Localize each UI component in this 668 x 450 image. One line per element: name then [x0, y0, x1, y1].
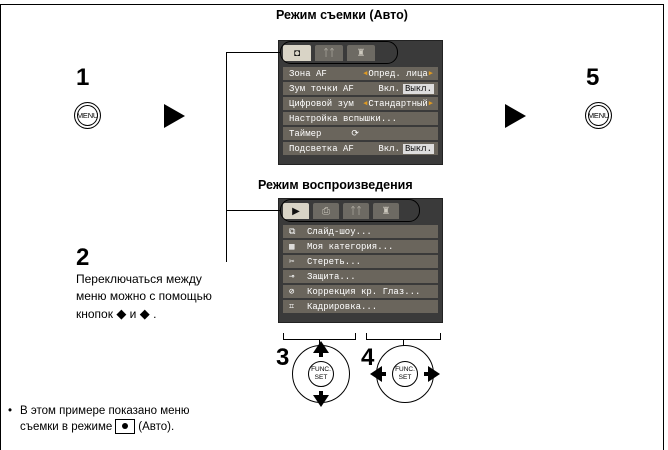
bracket-line — [226, 210, 281, 212]
bracket-line — [226, 52, 281, 54]
tab-setup: ᛏᛏ — [315, 45, 343, 61]
menu-button-icon: MENU — [74, 102, 101, 129]
menu-row: ⧉Слайд-шоу... — [283, 225, 438, 238]
menu-row: ▦Моя категория... — [283, 240, 438, 253]
playback-menu-screen: ▶ ⎙ ᛏᛏ ♜ ⧉Слайд-шоу... ▦Моя категория...… — [278, 198, 443, 323]
step-5-number: 5 — [586, 64, 600, 91]
note-text: • В этом примере показано меню съемки в … — [8, 405, 190, 435]
bracket-line — [366, 333, 368, 340]
menu-button-icon: MENU — [585, 102, 612, 129]
func-set-button: FUNC.SET — [308, 361, 334, 387]
menu-row: Подсветка AF Вкл.Выкл. — [283, 142, 438, 155]
menu-row: Зум точки AF Вкл.Выкл. — [283, 82, 438, 95]
red-eye-icon: ⊘ — [289, 286, 295, 297]
trim-icon: ⌗ — [289, 301, 295, 312]
shooting-menu-title: Режим съемки (Авто) — [276, 8, 408, 22]
self-timer-icon: ⟳ — [351, 128, 359, 139]
tab-setup: ᛏᛏ — [343, 203, 369, 219]
erase-icon: ✂ — [289, 256, 295, 267]
menu-row: Цифровой зум ◀Стандартный▶ — [283, 97, 438, 110]
shooting-menu-screen: ◘ ᛏᛏ ♜ Зона AF ◀Опред. лица▶ Зум точки A… — [278, 40, 443, 165]
bracket-line — [319, 339, 321, 347]
arrow-right-icon: ▶ — [428, 70, 433, 78]
bracket-line — [355, 333, 357, 340]
func-set-button: FUNC.SET — [392, 361, 418, 387]
camera-auto-mode-icon — [115, 419, 136, 435]
step-2-number: 2 — [76, 244, 90, 271]
step-3-number: 3 — [276, 344, 290, 371]
left-right-arrows-icon — [370, 366, 440, 382]
arrow-right-icon: ▶ — [428, 100, 433, 108]
bracket-line — [403, 339, 405, 347]
arrow-left-icon: ◀ — [363, 70, 368, 78]
step-2-text: Переключаться между меню можно с помощью… — [76, 272, 212, 321]
slideshow-icon: ⧉ — [289, 226, 296, 237]
control-dial-left-right: FUNC.SET — [370, 345, 440, 403]
control-dial-up-down: FUNC.SET — [292, 341, 350, 407]
protect-icon: ⊸ — [289, 271, 295, 282]
category-icon: ▦ — [289, 241, 295, 252]
arrow-right-icon — [164, 104, 185, 128]
menu-row: ⊘Коррекция кр. Глаз... — [283, 285, 438, 298]
arrow-left-icon: ◀ — [363, 100, 368, 108]
bracket-line — [283, 333, 285, 340]
tab-print: ⎙ — [313, 203, 339, 219]
menu-row: Таймер ⟳ — [283, 127, 438, 140]
arrow-left-icon: ◆ — [116, 306, 127, 321]
menu-row: Зона AF ◀Опред. лица▶ — [283, 67, 438, 80]
playback-menu-title: Режим воспроизведения — [258, 178, 413, 192]
shooting-rows: Зона AF ◀Опред. лица▶ Зум точки AF Вкл.В… — [283, 67, 438, 157]
playback-rows: ⧉Слайд-шоу... ▦Моя категория... ✂Стереть… — [283, 225, 438, 315]
tab-my-menu: ♜ — [373, 203, 399, 219]
arrow-right-icon — [505, 104, 526, 128]
menu-row: ⌗Кадрировка... — [283, 300, 438, 313]
arrow-right-icon: ◆ — [139, 306, 150, 321]
up-down-arrows-icon — [313, 341, 329, 407]
step-4-number: 4 — [361, 344, 375, 371]
bracket-line — [226, 52, 228, 262]
tabs-highlight-outline — [280, 199, 420, 222]
menu-row: Настройка вспышки... — [283, 112, 438, 125]
menu-row: ⊸Защита... — [283, 270, 438, 283]
tabs-highlight-outline — [280, 41, 398, 64]
menu-row: ✂Стереть... — [283, 255, 438, 268]
page-frame — [0, 4, 664, 450]
step-1-number: 1 — [76, 64, 90, 91]
bracket-line — [440, 333, 442, 340]
tab-my-menu: ♜ — [347, 45, 375, 61]
